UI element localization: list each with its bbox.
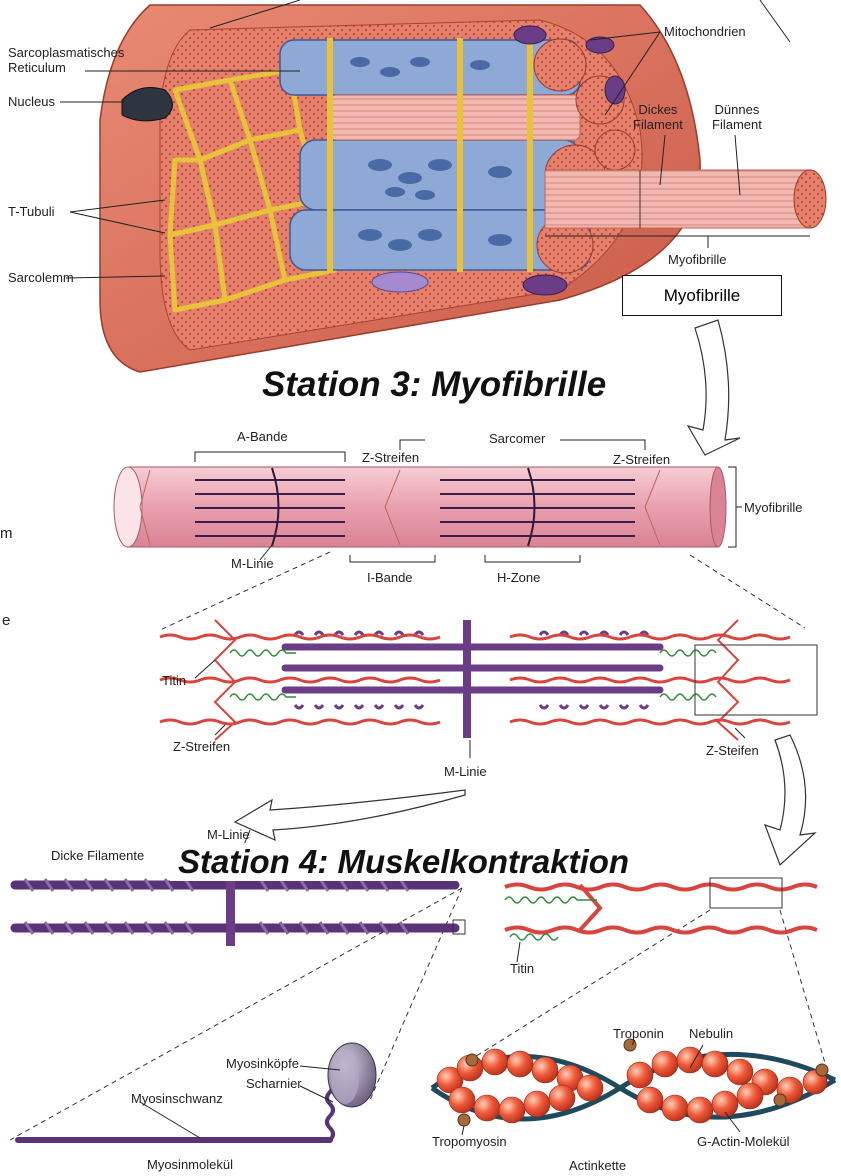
label-z-streifen-left: Z-Streifen [362,451,419,466]
label-myofibrille-top: Myofibrille [668,253,727,268]
label-myosinschwanz: Myosinschwanz [131,1092,223,1107]
label-z-streifen-right: Z-Streifen [613,453,670,468]
muscle-fiber-illustration [60,0,826,372]
label-duennes-filament: Dünnes Filament [712,103,762,133]
station-3-title: Station 3: Myofibrille [262,365,606,405]
label-titin-mid: Titin [162,674,186,689]
arrow-right-detail [765,735,815,865]
label-nucleus: Nucleus [8,95,55,110]
label-g-actin: G-Actin-Molekül [697,1135,789,1150]
label-mitochondrien: Mitochondrien [664,25,746,40]
label-i-bande: I-Bande [367,571,413,586]
actin-chain [432,1039,835,1135]
label-m-linie-partial: M-Linie [207,828,250,842]
myofibrille-box-label: Myofibrille [622,275,782,316]
label-z-steifen: Z-Steifen [706,744,759,759]
margin-fragment-m: m [0,525,13,542]
label-m-linie-sarcomere: M-Linie [444,765,487,780]
sarcomere-detail [160,620,817,758]
label-tropomyosin: Tropomyosin [432,1135,507,1150]
label-a-bande: A-Bande [237,430,288,445]
thin-filament-detail [505,878,817,962]
label-myosinkoepfe: Myosinköpfe [226,1057,299,1072]
label-t-tubuli: T-Tubuli [8,205,54,220]
arrow-to-myofibril [688,320,740,455]
arrow-m-linie [235,790,465,840]
protruding-myofibril [545,170,826,228]
station-4-title: Station 4: Muskelkontraktion [170,843,637,881]
label-sarcoplasmatic-reticulum: Sarcoplasmatisches Reticulum [8,46,124,76]
label-z-streifen-sarcomere: Z-Streifen [173,740,230,755]
label-dickes-filament: Dickes Filament [633,103,683,133]
label-myofibrille-mid: Myofibrille [744,501,803,516]
label-h-zone: H-Zone [497,571,540,586]
label-nebulin: Nebulin [689,1027,733,1042]
label-actinkette: Actinkette [569,1159,626,1174]
margin-fragment-e: e [2,612,10,629]
label-m-linie-top: M-Linie [231,557,274,572]
label-sarcolemm: Sarcolemm [8,271,74,286]
label-troponin: Troponin [613,1027,664,1042]
label-titin-bottom: Titin [510,962,534,977]
sarcolemma-blob [372,272,428,292]
label-dicke-filamente: Dicke Filamente [51,849,144,864]
label-myosinmolekuel: Myosinmolekül [147,1158,233,1173]
label-sarcomer: Sarcomer [489,432,545,447]
label-scharnier: Scharnier [246,1077,302,1092]
